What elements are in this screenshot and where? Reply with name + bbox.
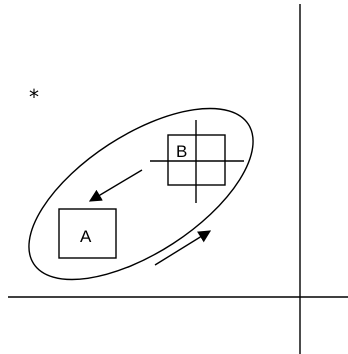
box-a <box>58 208 117 259</box>
asterisk-marker: * <box>29 85 39 109</box>
cluster-ellipse <box>28 107 254 281</box>
box-a-label: A <box>80 227 92 246</box>
box-b-label: B <box>176 142 187 161</box>
arrow-return <box>154 230 212 266</box>
arrow-b-to-a <box>88 169 143 202</box>
